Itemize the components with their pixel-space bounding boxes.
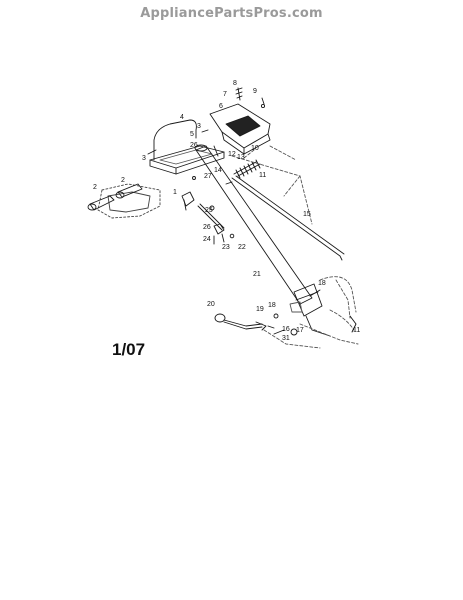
callout-labels: 8 7 9 6 4 3 5 26 3 10 12 13 14 11 27 2 2… xyxy=(93,80,360,342)
callout-9: 9 xyxy=(253,88,257,95)
callout-14: 14 xyxy=(214,167,222,174)
main-tube xyxy=(194,144,313,305)
frame-bracket xyxy=(349,315,357,333)
callout-8: 8 xyxy=(233,80,237,87)
callout-11: 11 xyxy=(353,327,360,334)
callout-21: 21 xyxy=(253,271,261,278)
callout-15: 15 xyxy=(303,211,311,218)
callout-3: 3 xyxy=(142,155,146,162)
callout-2: 2 xyxy=(93,184,97,191)
callout-7: 7 xyxy=(223,91,227,98)
callout-1: 1 xyxy=(173,189,177,196)
callout-20: 20 xyxy=(207,301,215,308)
callout-24: 24 xyxy=(203,236,211,243)
pedal-cover xyxy=(209,103,271,155)
fastener-icon xyxy=(147,149,157,155)
callout-5: 5 xyxy=(190,131,194,138)
footrest-platform xyxy=(149,145,225,175)
washer-icon xyxy=(267,325,275,329)
release-lever xyxy=(214,313,267,331)
linkage-hardware xyxy=(181,176,235,245)
callout-4: 4 xyxy=(180,114,184,121)
callout-22: 22 xyxy=(238,244,246,251)
callout-13: 13 xyxy=(237,154,245,161)
callout-16: 16 xyxy=(282,326,290,333)
control-cable-outer xyxy=(235,175,345,255)
revision-label: 1/07 xyxy=(112,340,146,359)
callout-18: 18 xyxy=(318,280,326,287)
callout-2: 2 xyxy=(121,177,125,184)
callout-31: 31 xyxy=(282,335,290,342)
callout-10: 10 xyxy=(251,145,259,152)
callout-26: 26 xyxy=(190,142,198,149)
bolt-icon xyxy=(237,87,241,101)
callout-3: 3 xyxy=(197,123,201,130)
callout-27: 27 xyxy=(204,173,212,180)
site-watermark: AppliancePartsPros.com xyxy=(140,6,323,21)
callout-17: 17 xyxy=(296,327,304,334)
callout-25: 25 xyxy=(205,207,213,214)
handle-loop xyxy=(153,119,197,161)
grip-spring xyxy=(233,159,261,179)
callout-26: 26 xyxy=(203,224,211,231)
screw-icon xyxy=(261,97,265,105)
callout-11: 11 xyxy=(259,172,266,179)
grip-pads xyxy=(87,183,161,219)
control-cable xyxy=(231,177,343,261)
callout-19: 19 xyxy=(256,306,264,313)
callout-12: 12 xyxy=(228,151,236,158)
callout-23: 23 xyxy=(222,244,230,251)
tiller-frame-outline xyxy=(231,145,359,349)
callout-6: 6 xyxy=(219,103,223,110)
callout-18: 18 xyxy=(268,302,276,309)
